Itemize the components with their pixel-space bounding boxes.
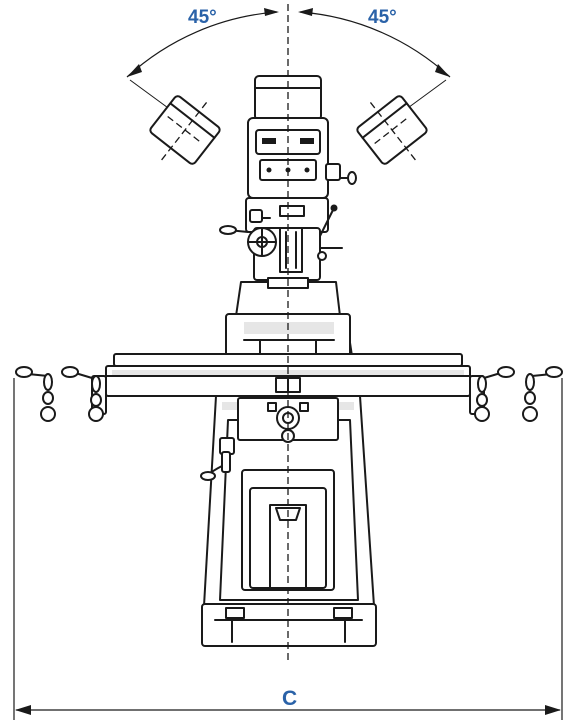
swivel-angle-dimension (126, 8, 451, 125)
handwheel-right-outer (522, 366, 563, 422)
milling-head (219, 75, 357, 289)
handwheel-left-outer (15, 366, 56, 422)
tilted-head-left (149, 95, 221, 165)
tilt-right-angle-label: 45° (368, 7, 397, 28)
handwheel-right-inner (474, 366, 515, 422)
width-dimension-c (13, 378, 563, 720)
handwheel-left-inner (61, 366, 104, 422)
tilt-left-angle-label: 45° (188, 7, 217, 28)
tilted-head-right (356, 95, 428, 165)
width-dimension-label: C (282, 687, 298, 710)
